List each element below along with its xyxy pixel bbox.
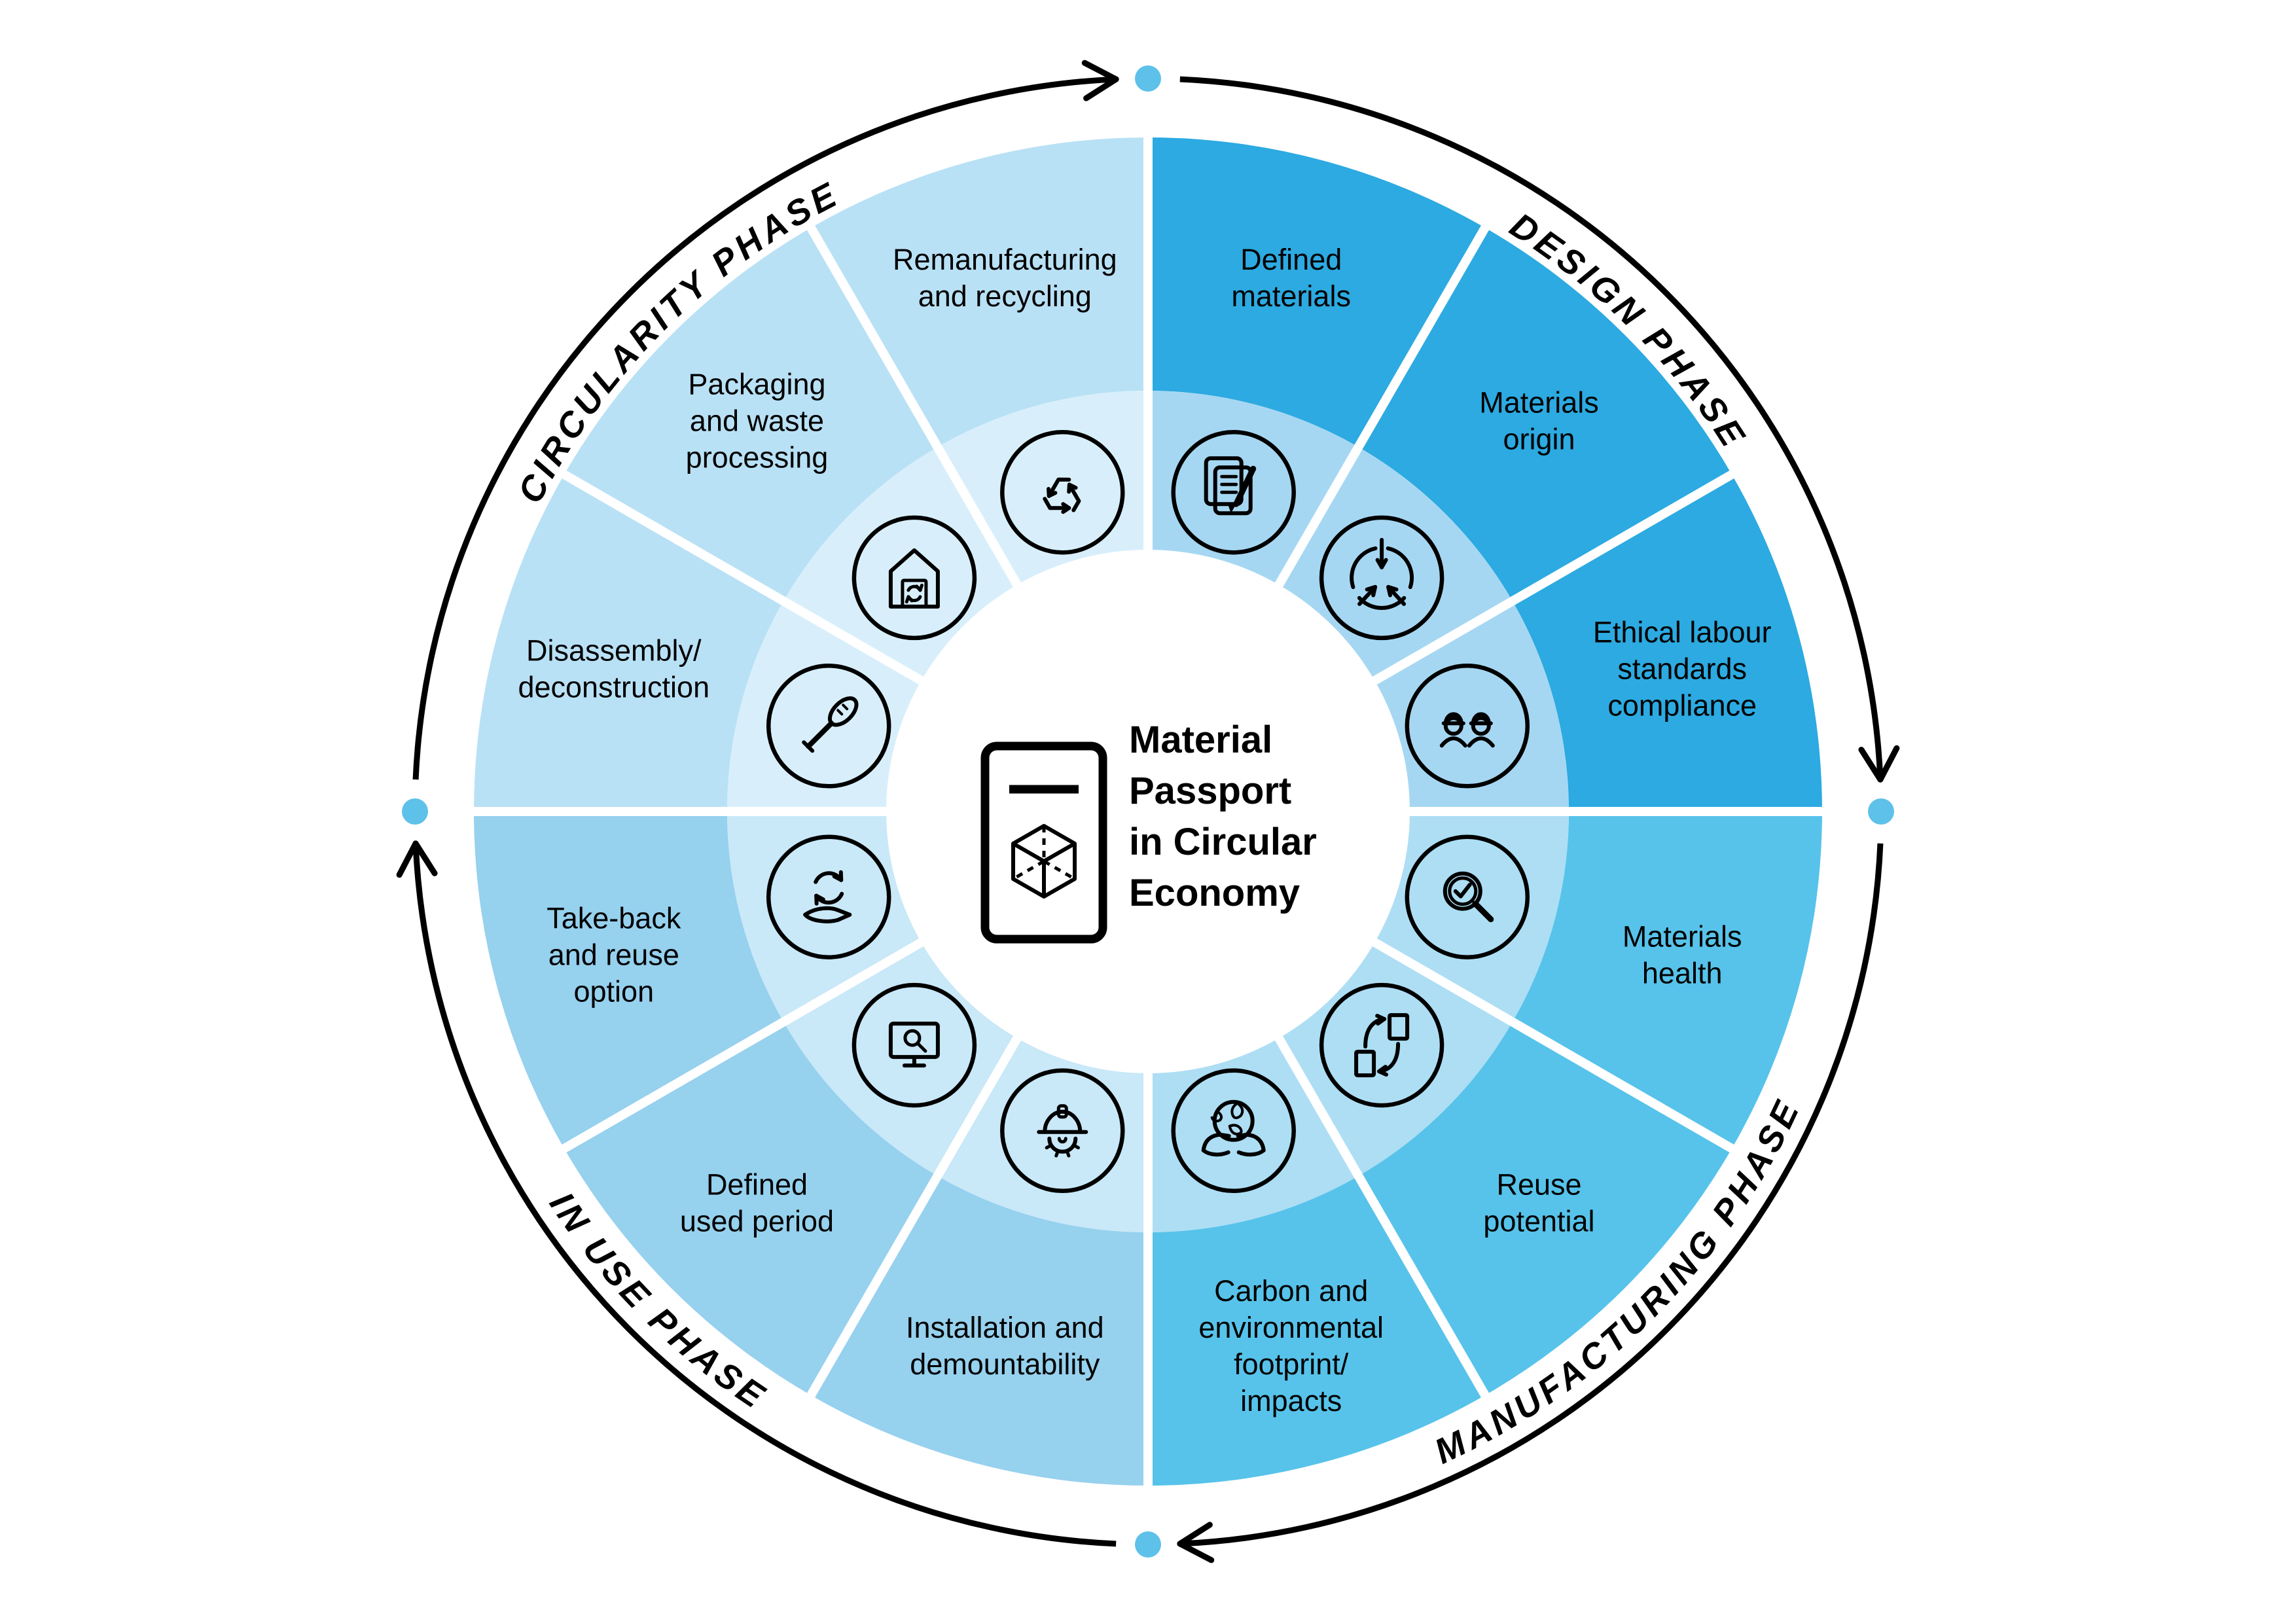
flow-arrow-manufacturing-to-in-use <box>1177 843 1884 1563</box>
swap-boxes-icon <box>1319 982 1444 1108</box>
segment-innerband-defined-used-period <box>783 942 1017 1176</box>
helmet-gear-icon <box>1000 1068 1125 1194</box>
segment-materials-origin <box>1279 227 1732 681</box>
segment-innerband-materials-origin <box>1279 447 1513 681</box>
globe-hands-icon <box>1171 1068 1296 1194</box>
flow-dot-90 <box>1868 798 1894 825</box>
flow-dot-0 <box>1135 65 1161 92</box>
flow-cycle <box>396 60 1900 1563</box>
magnifier-check-icon <box>1405 834 1530 959</box>
segment-dividers <box>471 134 1825 1489</box>
flow-arrow-design-to-manufacturing <box>1179 76 1900 783</box>
recycling-icon <box>1000 429 1125 555</box>
hand-cycle-icon <box>766 834 891 959</box>
document-pencil-icon <box>1171 429 1296 555</box>
segment-outer-defined-used-period <box>564 1022 938 1396</box>
flow-dot-180 <box>1135 1531 1161 1558</box>
material-passport-cube-icon <box>980 741 1107 944</box>
waste-house-icon <box>852 515 977 641</box>
flow-arrow-in-use-to-circularity <box>396 840 1117 1547</box>
flow-dot-270 <box>402 798 428 825</box>
flow-arrow-circularity-to-design <box>412 60 1119 780</box>
segment-label-disassembly-deconstruction: Disassembly/deconstruction <box>518 633 709 704</box>
segment-outer-materials-origin <box>1358 227 1732 601</box>
segment-outer-reuse-potential <box>1358 1022 1732 1396</box>
segment-defined-used-period <box>564 942 1017 1396</box>
segment-icons <box>766 429 1530 1194</box>
workers-icon <box>1405 664 1530 789</box>
monitor-magnifier-icon <box>852 982 977 1108</box>
segment-outer-packaging-waste-processing <box>564 227 938 601</box>
converge-arrows-icon <box>1319 515 1444 641</box>
screwdriver-icon <box>766 664 891 789</box>
